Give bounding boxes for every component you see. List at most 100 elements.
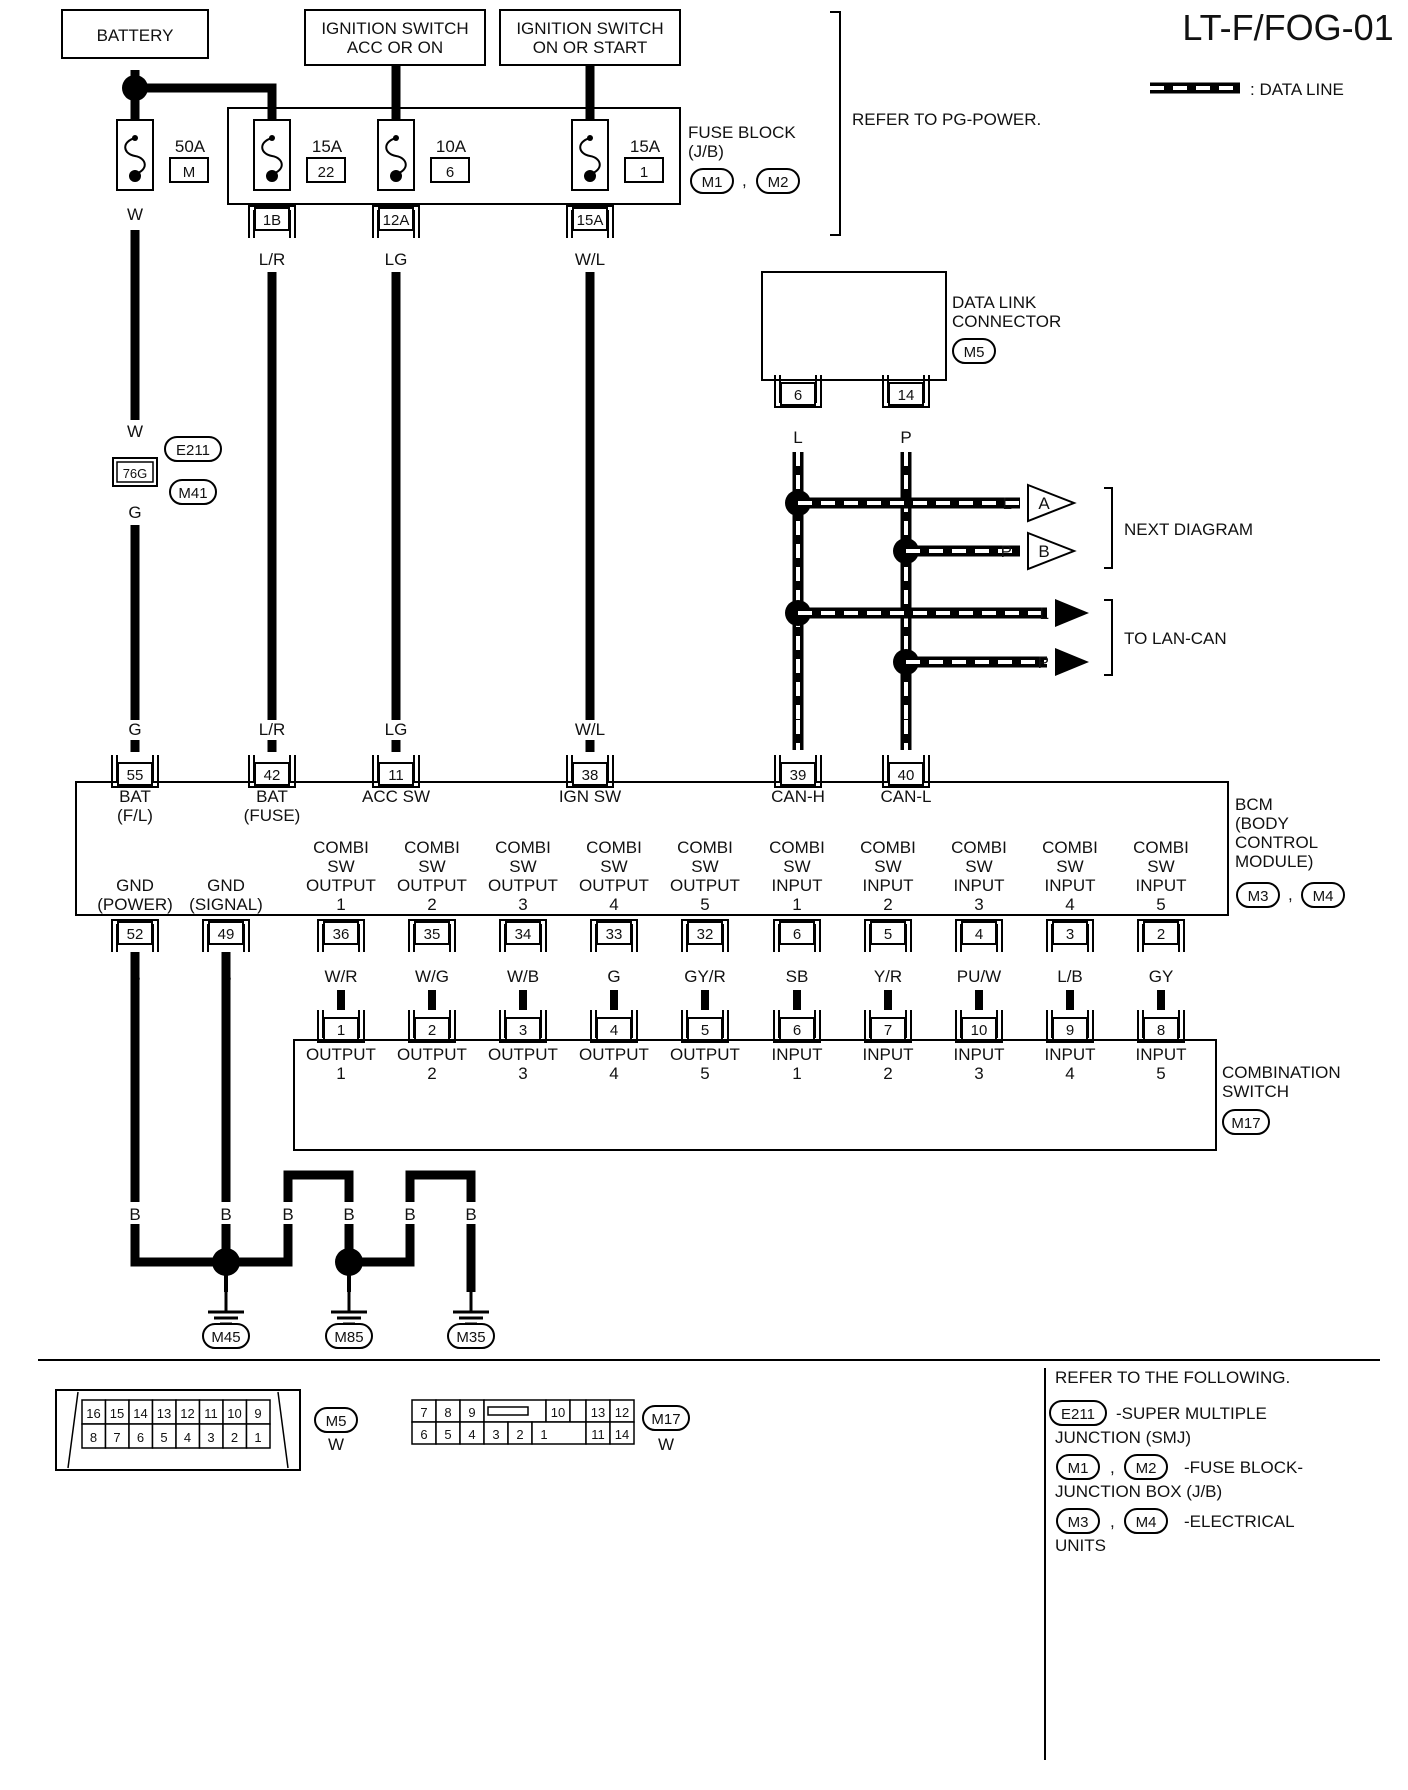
combi-switch-pin: [408, 1010, 456, 1043]
bcm-top-pin-box: [888, 762, 924, 786]
combi-switch-pin-name: INPUT: [772, 1045, 823, 1064]
next-diagram-label: NEXT DIAGRAM: [1124, 520, 1253, 539]
bcm-bottom-pin-name: COMBI: [1133, 838, 1189, 857]
combi-switch-pin-name: OUTPUT: [306, 1045, 376, 1064]
m17-pin-number: 11: [591, 1427, 605, 1442]
junction-conn-e211: [164, 436, 222, 462]
fuse-end: [393, 135, 399, 141]
bcm-bottom-pin-num: 6: [793, 926, 801, 943]
combi-switch-pin-name: 2: [427, 1064, 436, 1083]
comma: ,: [1110, 1512, 1115, 1531]
fuse-amp-rating: 10A: [436, 137, 467, 156]
bcm-bottom-pin-box: [596, 921, 632, 945]
fuse-id-box: [430, 157, 470, 183]
m17-pin-number: 2: [516, 1427, 523, 1442]
fuse-block-conn-m1: [690, 168, 734, 194]
combi-switch-pin-num: 5: [701, 1022, 709, 1039]
bcm-bottom-pin-num: 34: [515, 926, 532, 943]
bcm-top-pin: [111, 755, 159, 788]
data-link-connector-label: DATA LINK: [952, 293, 1037, 312]
combi-switch-pin-name: OUTPUT: [670, 1045, 740, 1064]
bcm-bottom-pin-box: [687, 921, 723, 945]
refer-code-pill: [1056, 1508, 1100, 1534]
bcm-conn-m3: [1236, 882, 1280, 908]
combi-switch-pin-name: INPUT: [954, 1045, 1005, 1064]
bcm-bottom-pin: [408, 919, 456, 952]
bcm-bottom-pin: [955, 919, 1003, 952]
bcm-bottom-pin-name: OUTPUT: [488, 876, 558, 895]
dlc-pin-box: [780, 382, 816, 406]
bcm-bottom-pin-box: [117, 921, 153, 945]
combi-switch-pin-name: 1: [336, 1064, 345, 1083]
fuse-end: [132, 135, 138, 141]
refer-code-pill: [1124, 1454, 1168, 1480]
refer-desc: -ELECTRICAL: [1184, 1512, 1295, 1531]
bcm-bottom-pin-num: 35: [424, 926, 441, 943]
data-link-connector-conn: [952, 338, 996, 364]
bcm-bottom-pin-name: INPUT: [1136, 876, 1187, 895]
bcm-bottom-pin-num: 33: [606, 926, 623, 943]
bcm-bottom-pin-name: INPUT: [772, 876, 823, 895]
dlc-pin-num: 14: [898, 387, 915, 404]
m17-pin-number: 14: [615, 1427, 629, 1442]
bcm-bottom-pin-name: INPUT: [1045, 876, 1096, 895]
bcm-top-pin-box: [254, 762, 290, 786]
bcm-bottom-pin-box: [208, 921, 244, 945]
m17-pin-number: 9: [468, 1405, 475, 1420]
refer-code-pill-text: M1: [1068, 1460, 1089, 1477]
combi-switch-pin-name: OUTPUT: [488, 1045, 558, 1064]
bcm-top-pin-num: 55: [127, 767, 144, 784]
wire-color-label: L/R: [259, 720, 285, 739]
junction-conn-e211-text: E211: [176, 442, 210, 459]
bcm-bottom-pin-name: SW: [418, 857, 445, 876]
bcm-bottom-pin-name: 5: [1156, 895, 1165, 914]
fuse-block-terminal-box: [572, 207, 608, 231]
bcm-bottom-pin: [590, 919, 638, 952]
m5-pin-number: 9: [254, 1406, 261, 1421]
refer-desc: -FUSE BLOCK-: [1184, 1458, 1303, 1477]
fuse-end: [269, 135, 275, 141]
combi-switch-pin-name: 3: [518, 1064, 527, 1083]
fuse-block-terminal-num: 1B: [263, 212, 281, 229]
dlc-pin: [882, 375, 930, 408]
m5-connector-outline: [55, 1389, 301, 1471]
bcm-top-pin-name: CAN-L: [880, 787, 931, 806]
bcm-bottom-pin-box: [414, 921, 450, 945]
bcm-top-pin-num: 38: [582, 767, 599, 784]
bcm-bottom-pin-name: 2: [883, 895, 892, 914]
fuse-id: 22: [318, 164, 335, 181]
m17-conn-color: W: [658, 1435, 674, 1454]
ground-point-pill: [325, 1323, 373, 1349]
fuse-block-terminal-num: 15A: [577, 212, 604, 229]
m5-pin-number: 11: [204, 1406, 218, 1421]
fuse-block-label: (J/B): [688, 142, 724, 161]
wire-color-label: G: [128, 720, 141, 739]
combi-switch-pin-num: 10: [971, 1022, 988, 1039]
bcm-bottom-pin: [1137, 919, 1185, 952]
wire-color-label: P: [1038, 653, 1049, 672]
junction-conn-m41: [169, 479, 217, 505]
bcm-top-pin-name: (F/L): [117, 806, 153, 825]
bcm-bottom-pin-name: 4: [609, 895, 618, 914]
wire-label-bg: [337, 1202, 361, 1224]
combi-switch-pin-name: 1: [792, 1064, 801, 1083]
bcm-bottom-pin-box: [961, 921, 997, 945]
refer-code-pill: [1049, 1400, 1107, 1426]
to-lan-can-bracket: [1104, 599, 1113, 676]
bcm-bottom-pin-name: SW: [783, 857, 810, 876]
refer-code-pill-text: M2: [1136, 1460, 1157, 1477]
bcm-top-pin-name: BAT: [256, 787, 288, 806]
m17-pin-number: 4: [468, 1427, 475, 1442]
bcm-bottom-pin-name: OUTPUT: [397, 876, 467, 895]
ignition-on-start-label: IGNITION SWITCH: [516, 19, 663, 38]
wire-color-label: B: [282, 1205, 293, 1224]
refer-desc: UNITS: [1055, 1536, 1106, 1555]
wire-color-label: LG: [385, 720, 408, 739]
bcm-bottom-pin: [1046, 919, 1094, 952]
fuse-50a-element: [124, 137, 146, 175]
wire-color-label: W: [127, 205, 143, 224]
wire-color-label: L: [1040, 604, 1049, 623]
diagram-title: LT-F/FOG-01: [1182, 7, 1393, 48]
m5-pin-number: 15: [110, 1406, 124, 1421]
